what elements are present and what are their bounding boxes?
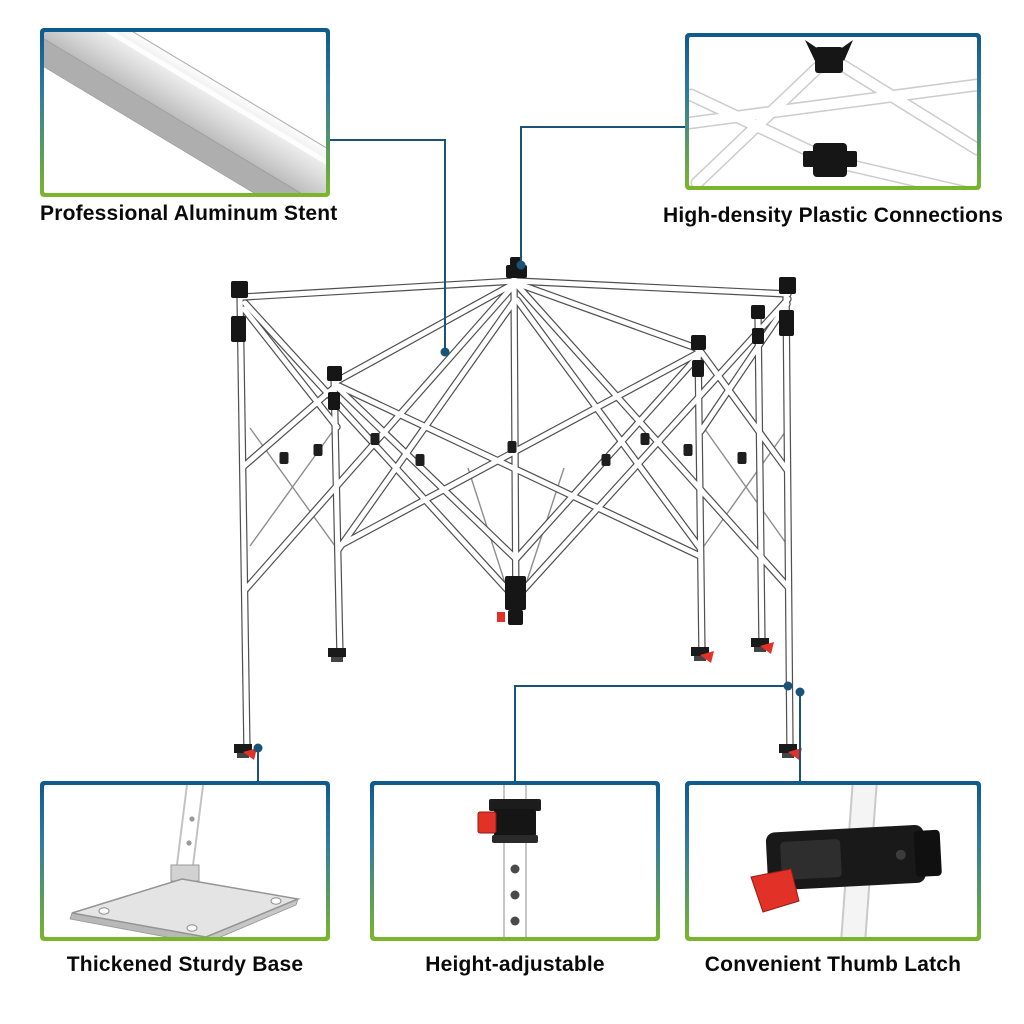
- foot-red-accent: [760, 642, 774, 654]
- pivot-clip: [507, 441, 517, 453]
- leg-foot: [691, 647, 709, 656]
- pivot-clip: [370, 433, 380, 445]
- pivot-clip: [640, 433, 650, 445]
- callout-label-sturdy-base: Thickened Sturdy Base: [66, 953, 304, 976]
- foot-red-accent: [243, 748, 257, 760]
- leg-foot-pad: [331, 657, 343, 662]
- base-plate-illustration: [69, 785, 301, 937]
- red-thumb-tab: [750, 868, 800, 913]
- frame-connector: [231, 281, 248, 298]
- connection-dot: [253, 743, 263, 753]
- frame-truss-wire: [703, 427, 789, 547]
- leg-foot: [328, 648, 346, 657]
- frame-pole: [513, 280, 702, 352]
- leader-line: [330, 139, 446, 352]
- connection-dot: [440, 347, 450, 357]
- frame-pole: [237, 289, 250, 755]
- frame-pole: [698, 301, 790, 434]
- frame-connector: [751, 305, 765, 319]
- frame-pole: [755, 311, 765, 648]
- leg-foot-pad: [237, 753, 249, 758]
- pivot-clip: [415, 454, 425, 466]
- callout-box-sturdy-base-inner: [44, 785, 326, 937]
- frame-connector: [779, 310, 794, 336]
- leg-foot-pad: [694, 656, 706, 661]
- frame-pole: [241, 382, 340, 469]
- leader-line: [514, 685, 788, 781]
- thumb-latch-illustration: [750, 785, 942, 937]
- connection-dot: [795, 687, 805, 697]
- callout-box-sturdy-base: [40, 781, 330, 941]
- callout-box-height-adjustable-inner: [374, 785, 656, 937]
- foot-red-accent: [788, 748, 802, 760]
- pivot-clip: [601, 454, 611, 466]
- red-push-button: [477, 811, 497, 834]
- pivot-clip: [683, 444, 693, 456]
- frame-pole: [698, 349, 790, 473]
- callout-box-aluminum-stent: [40, 28, 330, 197]
- callout-box-height-adjustable: [370, 781, 660, 941]
- pivot-clip: [737, 452, 747, 464]
- foot-red-accent: [700, 651, 714, 663]
- frame-connector: [692, 360, 704, 377]
- frame-connector: [327, 366, 342, 381]
- callout-label-height-adjustable: Height-adjustable: [425, 953, 605, 976]
- callout-box-aluminum-stent-inner: [44, 32, 326, 193]
- plastic-connector-illustration: [689, 40, 977, 186]
- frame-pole: [336, 383, 703, 559]
- plastic-clamp-bottom: [803, 143, 857, 177]
- pivot-clip: [313, 444, 323, 456]
- frame-connector: [508, 610, 523, 625]
- callout-label-plastic-connections: High-density Plastic Connections: [663, 204, 1004, 227]
- callout-label-thumb-latch: Convenient Thumb Latch: [704, 953, 962, 976]
- frame-pole: [336, 349, 703, 549]
- frame-connector: [328, 392, 340, 410]
- pivot-clip: [279, 452, 289, 464]
- frame-connector: [779, 277, 796, 294]
- leg-foot: [234, 744, 252, 753]
- frame-connector: [752, 328, 764, 344]
- frame-pole: [334, 280, 518, 384]
- leg-foot: [751, 638, 769, 647]
- center-slider-red-accent: [497, 612, 505, 622]
- callout-box-plastic-connections: [685, 33, 981, 190]
- frame-pole: [335, 385, 518, 561]
- aluminum-pole-illustration: [44, 32, 326, 193]
- plastic-clamp-top: [805, 40, 853, 73]
- leader-line: [520, 126, 685, 264]
- frame-connector: [231, 316, 246, 342]
- frame-connector: [691, 335, 706, 350]
- frame-pole: [331, 372, 343, 659]
- frame-pole: [514, 296, 791, 600]
- frame-pole: [241, 306, 340, 430]
- callout-box-thumb-latch: [685, 781, 981, 941]
- leg-foot: [779, 744, 797, 753]
- leg-foot-pad: [782, 753, 794, 758]
- frame-pole: [242, 300, 517, 600]
- adjustable-pole-illustration: [477, 785, 541, 937]
- connection-dot: [783, 681, 793, 691]
- frame-pole: [514, 297, 703, 551]
- connection-dot: [516, 260, 526, 270]
- leg-foot-pad: [754, 647, 766, 652]
- callout-label-aluminum-stent: Professional Aluminum Stent: [40, 202, 338, 225]
- frame-pole: [514, 282, 791, 590]
- callout-box-thumb-latch-inner: [689, 785, 977, 937]
- callout-box-plastic-connections-inner: [689, 37, 977, 186]
- frame-connector: [505, 576, 526, 610]
- frame-pole: [783, 285, 793, 755]
- frame-pole: [513, 278, 791, 297]
- frame-pole: [240, 278, 519, 300]
